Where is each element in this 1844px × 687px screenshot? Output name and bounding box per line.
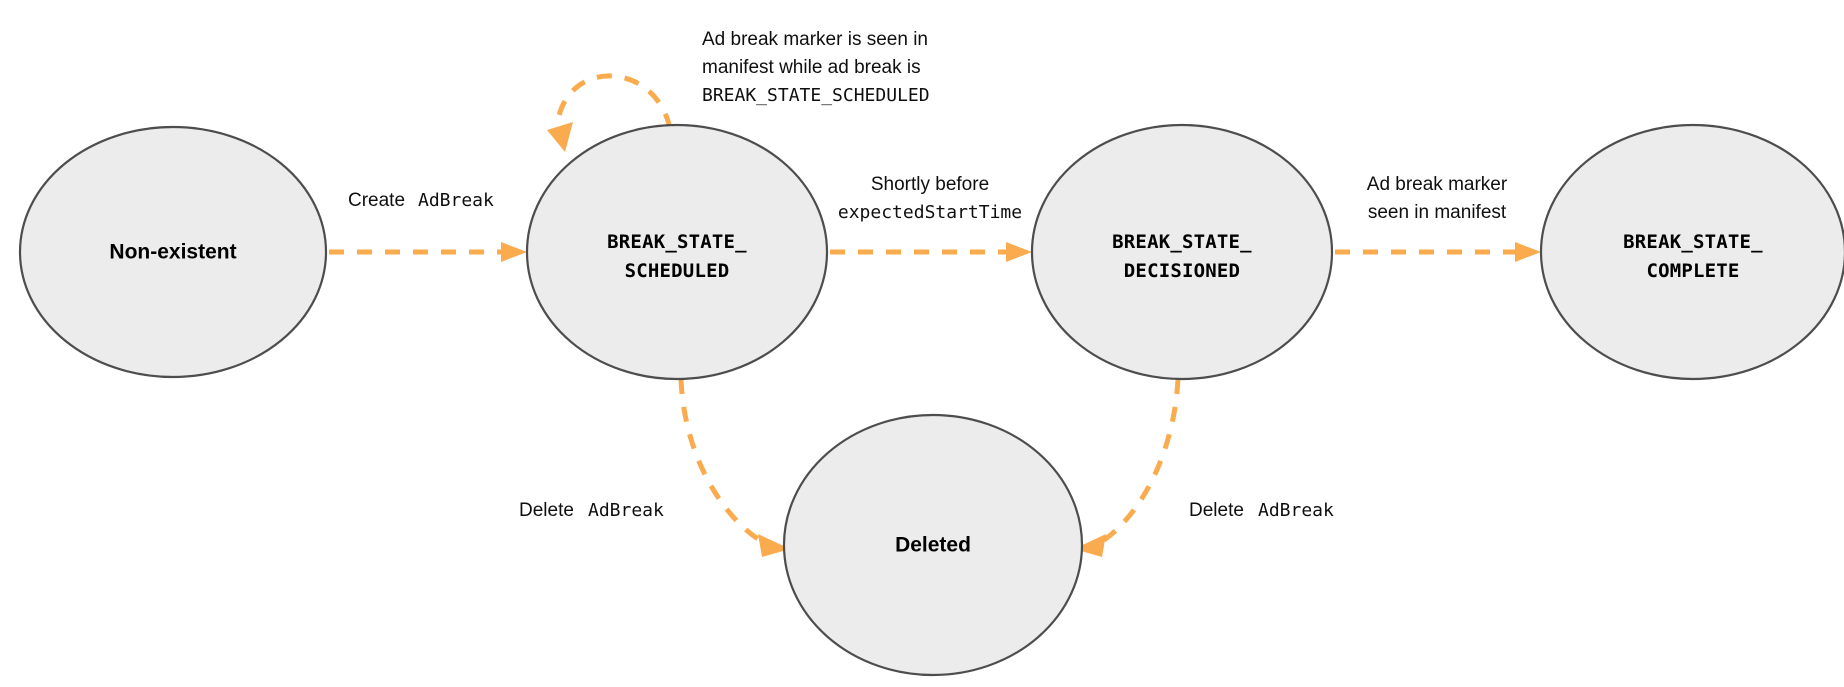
node-deleted-shape[interactable] — [782, 413, 1084, 677]
edge-label-marker-seen-manifest: Ad break marker seen in manifest — [1367, 174, 1508, 223]
edge-label-self-loop-line1: Ad break marker is seen in — [702, 29, 928, 50]
edge-self-loop-arrowhead — [547, 122, 573, 152]
edge-self-loop-marker-seen — [547, 73, 673, 152]
node-non-existent[interactable]: Non-existent — [18, 125, 328, 379]
edge-delete-from-decisioned-line — [1096, 378, 1181, 547]
node-break-state-complete-shape[interactable] — [1539, 123, 1844, 381]
edge-delete-from-decisioned — [1074, 378, 1181, 557]
node-non-existent-label: Non-existent — [109, 241, 236, 264]
edge-delete-from-scheduled — [678, 378, 790, 557]
node-break-state-decisioned-label-line1: BREAK_STATE_ — [1112, 231, 1252, 253]
edge-label-shortly-before-line2: expectedStartTime — [838, 202, 1022, 223]
edge-label-shortly-before-line1: Shortly before — [871, 174, 989, 195]
edge-label-create-adbreak-verb: Create — [348, 190, 405, 211]
node-break-state-scheduled-label-line1: BREAK_STATE_ — [607, 231, 747, 253]
node-deleted[interactable]: Deleted — [782, 413, 1084, 677]
node-deleted-label: Deleted — [895, 534, 971, 557]
edge-shortly-before — [830, 242, 1032, 262]
edge-shortly-before-arrowhead — [1006, 242, 1032, 262]
edge-self-loop-line — [555, 73, 673, 129]
node-break-state-scheduled[interactable]: BREAK_STATE_ SCHEDULED — [525, 123, 829, 381]
edge-label-shortly-before: Shortly before expectedStartTime — [838, 174, 1022, 223]
node-break-state-decisioned-label-line2: DECISIONED — [1124, 260, 1240, 282]
edge-label-delete-from-scheduled-verb: Delete — [519, 500, 574, 521]
node-break-state-complete-label-line2: COMPLETE — [1646, 260, 1739, 282]
edge-label-self-loop-line3: BREAK_STATE_SCHEDULED — [702, 85, 930, 106]
edge-create-adbreak-arrowhead — [501, 242, 527, 262]
edge-marker-seen-manifest — [1335, 242, 1541, 262]
node-non-existent-shape[interactable] — [18, 125, 328, 379]
node-break-state-decisioned[interactable]: BREAK_STATE_ DECISIONED — [1030, 123, 1334, 381]
node-break-state-complete-label-line1: BREAK_STATE_ — [1623, 231, 1763, 253]
edge-label-create-adbreak: Create AdBreak — [348, 190, 494, 211]
node-break-state-scheduled-shape[interactable] — [525, 123, 829, 381]
node-break-state-complete[interactable]: BREAK_STATE_ COMPLETE — [1539, 123, 1844, 381]
edge-create-adbreak — [329, 242, 527, 262]
edge-label-marker-seen-manifest-line2: seen in manifest — [1368, 202, 1507, 223]
edge-delete-from-scheduled-arrowhead — [758, 534, 790, 557]
edge-label-delete-from-scheduled: Delete AdBreak — [519, 500, 664, 521]
node-break-state-decisioned-shape[interactable] — [1030, 123, 1334, 381]
edge-label-self-loop-line2: manifest while ad break is — [702, 57, 921, 78]
edge-label-self-loop-marker-seen: Ad break marker is seen in manifest whil… — [702, 29, 930, 106]
edge-label-delete-from-decisioned-object: AdBreak — [1258, 500, 1334, 521]
edge-marker-seen-manifest-arrowhead — [1515, 242, 1541, 262]
edge-label-delete-from-decisioned-verb: Delete — [1189, 500, 1244, 521]
edge-label-create-adbreak-object: AdBreak — [418, 190, 494, 211]
node-break-state-scheduled-label-line2: SCHEDULED — [625, 260, 730, 282]
edge-delete-from-scheduled-line — [678, 378, 768, 547]
edge-label-marker-seen-manifest-line1: Ad break marker — [1367, 174, 1508, 195]
edge-label-delete-from-decisioned: Delete AdBreak — [1189, 500, 1334, 521]
edge-label-delete-from-scheduled-object: AdBreak — [588, 500, 664, 521]
